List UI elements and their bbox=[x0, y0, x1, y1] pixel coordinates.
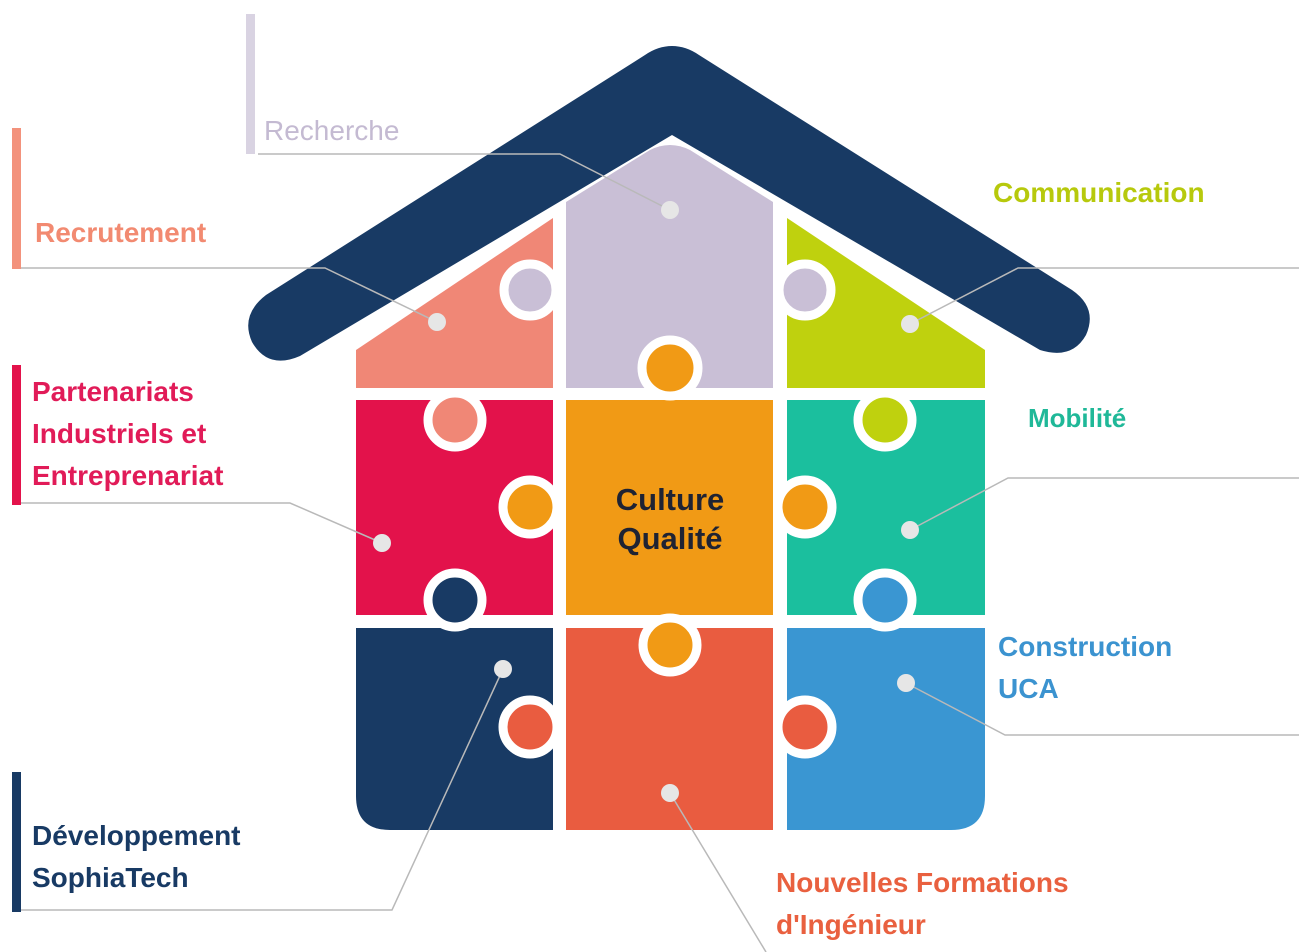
knob-recherche-to-recrutement bbox=[499, 259, 561, 321]
leader-construction bbox=[905, 682, 1299, 736]
label-recrutement: Recrutement bbox=[35, 217, 207, 248]
label-developpement-line-1: Développement bbox=[32, 820, 241, 851]
label-formations-line-1: Nouvelles Formations bbox=[776, 867, 1069, 898]
puzzle-pieces bbox=[356, 145, 985, 830]
label-partenariats-line-2: Industriels et bbox=[32, 418, 207, 449]
piece-communication bbox=[787, 218, 985, 388]
piece-culture-qualite bbox=[566, 400, 773, 615]
dot-developpement bbox=[494, 660, 512, 678]
label-construction: Construction UCA bbox=[998, 626, 1172, 710]
label-partenariats-line-1: Partenariats bbox=[32, 376, 194, 407]
knob-culture-to-mobilite bbox=[773, 475, 837, 539]
knob-construction-to-mobilite bbox=[853, 568, 917, 632]
piece-construction bbox=[787, 628, 985, 830]
dot-communication bbox=[901, 315, 919, 333]
dot-formations bbox=[661, 784, 679, 802]
knob-culture-to-recherche bbox=[637, 335, 703, 401]
bar-recrutement bbox=[12, 128, 21, 269]
piece-recrutement bbox=[356, 218, 553, 388]
knob-recherche-to-communication bbox=[774, 259, 836, 321]
dot-construction bbox=[897, 674, 915, 692]
leader-recherche bbox=[258, 153, 671, 211]
leader-formations bbox=[669, 792, 767, 952]
piece-developpement bbox=[356, 628, 553, 830]
bar-developpement bbox=[12, 772, 21, 912]
endpoint-dots bbox=[373, 201, 919, 802]
label-mobilite: Mobilité bbox=[1028, 403, 1127, 433]
center-line-1: Culture bbox=[615, 482, 725, 517]
label-recherche: Recherche bbox=[264, 115, 400, 146]
leader-communication bbox=[909, 267, 1299, 325]
knob-formations-to-developpement bbox=[498, 695, 562, 759]
piece-recherche bbox=[566, 145, 773, 388]
label-construction-line-2: UCA bbox=[998, 673, 1059, 704]
dot-mobilite bbox=[901, 521, 919, 539]
knob-formations-to-construction bbox=[773, 695, 837, 759]
leader-lines bbox=[20, 153, 1299, 952]
knob-communication-to-mobilite bbox=[853, 388, 917, 452]
dot-recherche bbox=[661, 201, 679, 219]
knob-recrutement-to-partenariats bbox=[423, 388, 487, 452]
label-developpement: Développement SophiaTech bbox=[32, 815, 241, 899]
bar-partenariats bbox=[12, 365, 21, 505]
label-formations: Nouvelles Formations d'Ingénieur bbox=[776, 862, 1069, 946]
leader-partenariats bbox=[20, 502, 383, 544]
center-line-2: Qualité bbox=[617, 521, 723, 556]
label-partenariats: Partenariats Industriels et Entreprenari… bbox=[32, 371, 223, 497]
knob-culture-to-partenariats bbox=[498, 475, 562, 539]
dot-recrutement bbox=[428, 313, 446, 331]
bar-recherche bbox=[246, 14, 255, 154]
leader-recrutement bbox=[20, 267, 438, 323]
center-title: Culture Qualité bbox=[565, 480, 775, 558]
label-formations-line-2: d'Ingénieur bbox=[776, 909, 926, 940]
label-construction-line-1: Construction bbox=[998, 631, 1173, 662]
label-developpement-line-2: SophiaTech bbox=[32, 862, 189, 893]
knob-developpement-to-partenariats bbox=[423, 568, 487, 632]
leader-developpement bbox=[20, 668, 504, 911]
dot-partenariats bbox=[373, 534, 391, 552]
knob-culture-to-formations bbox=[638, 613, 702, 677]
leader-mobilite bbox=[909, 477, 1299, 531]
label-partenariats-line-3: Entreprenariat bbox=[32, 460, 224, 491]
roof bbox=[248, 46, 1090, 361]
label-communication: Communication bbox=[993, 177, 1205, 208]
